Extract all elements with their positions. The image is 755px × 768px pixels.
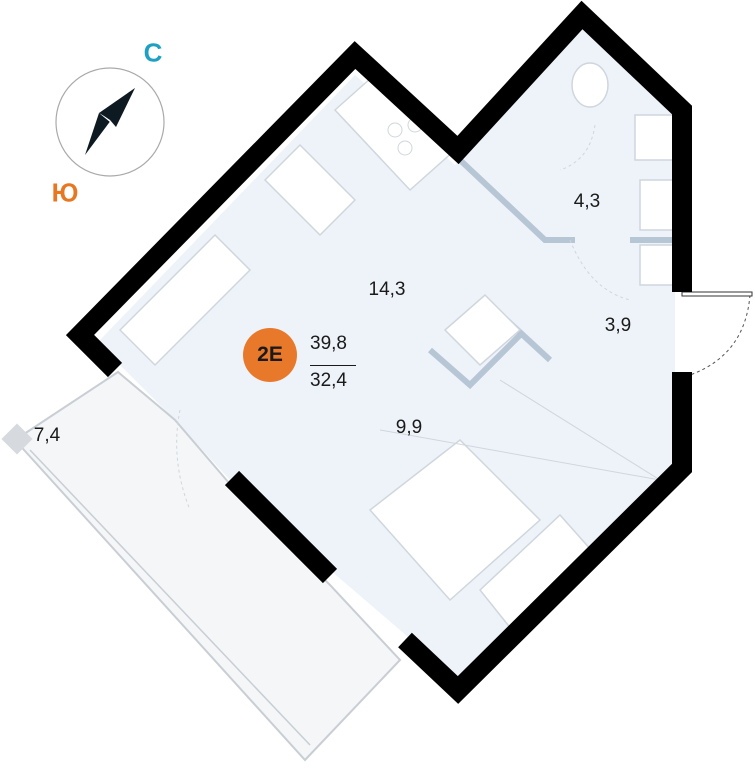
entrance-door: [681, 291, 753, 297]
walls: [65, 0, 692, 704]
compass-south-label: Ю: [51, 177, 79, 208]
total-area: 39,8: [310, 333, 347, 354]
balcony: [13, 370, 402, 762]
room-area-hallway: 3,9: [604, 315, 632, 336]
apartment-type-badge: 2E: [243, 328, 297, 382]
area-divider: [310, 365, 356, 366]
room-area-balcony: 7,4: [33, 425, 61, 446]
living-area: 32,4: [310, 370, 347, 391]
compass-ring: [55, 67, 165, 177]
room-area-kitchen-living: 14,3: [368, 279, 406, 300]
room-area-bathroom: 4,3: [573, 191, 601, 212]
compass-north-label: С: [143, 37, 163, 68]
room-area-bedroom: 9,9: [395, 417, 423, 438]
